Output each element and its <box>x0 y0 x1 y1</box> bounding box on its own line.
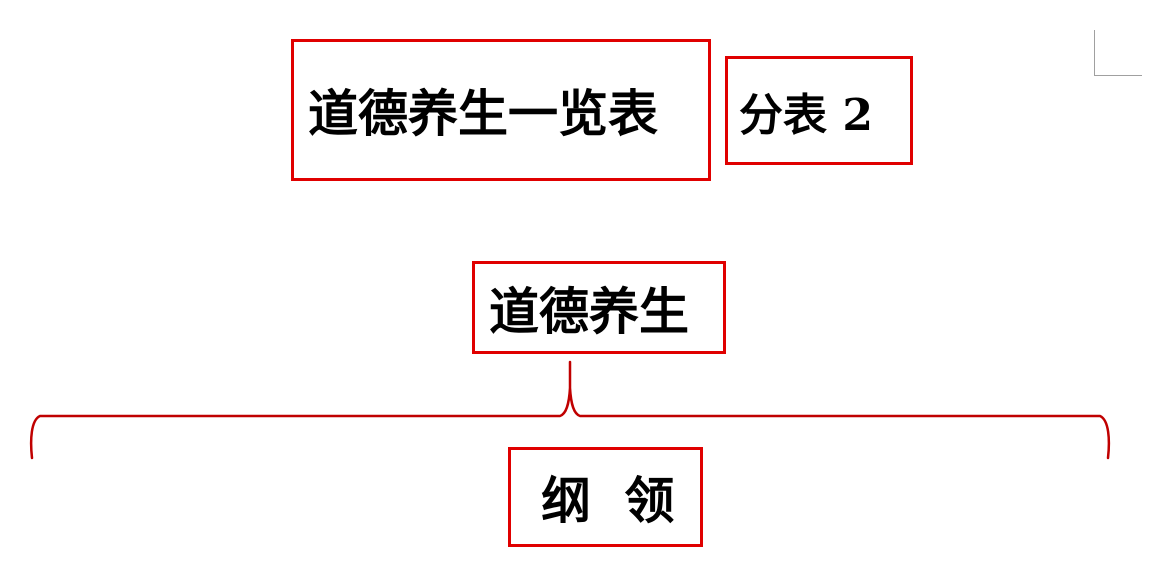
document-title: 道德养生一览表 <box>308 84 658 143</box>
tree-child-label: 纲 领 <box>541 471 683 530</box>
title-box: 道德养生一览表 <box>291 39 711 181</box>
tree-root-node: 道德养生 <box>472 261 726 354</box>
page-margin-corner-mark <box>1094 30 1142 76</box>
tree-root-label: 道德养生 <box>489 281 689 341</box>
brace-path <box>29 360 1111 460</box>
document-subtitle: 分表 2 <box>739 89 873 141</box>
tree-child-node: 纲 领 <box>508 447 703 547</box>
subtitle-box: 分表 2 <box>725 56 913 165</box>
